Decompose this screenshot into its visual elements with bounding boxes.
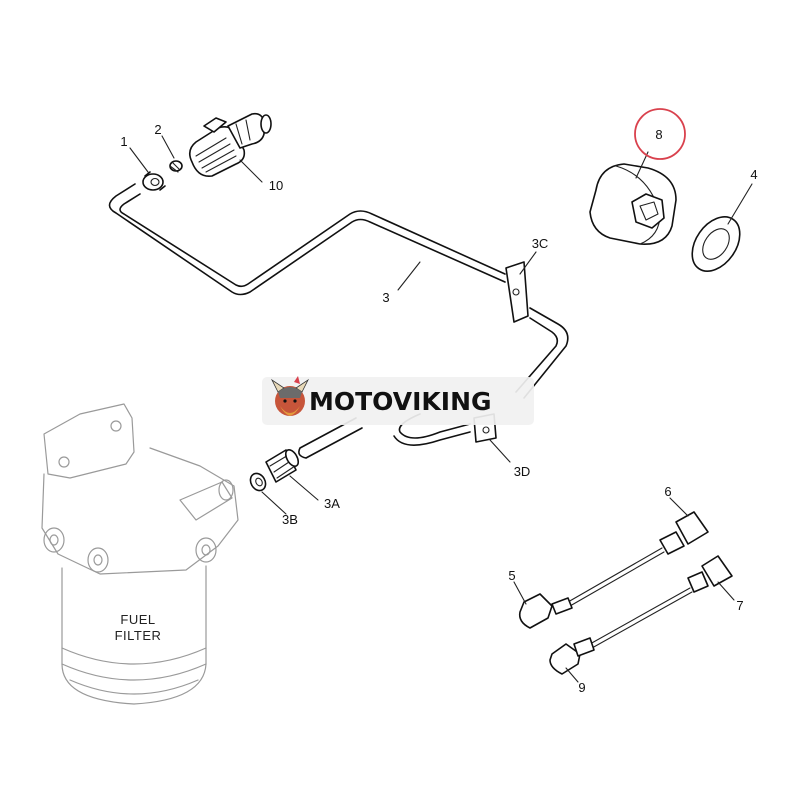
part-1-nut <box>142 171 166 191</box>
callout-3b: 3B <box>282 512 298 527</box>
callout-labels: 1 2 10 8 4 3 3C 3D 3A 3B 6 5 7 9 <box>120 108 758 695</box>
callout-8: 8 <box>655 127 662 142</box>
callout-3d: 3D <box>514 464 531 479</box>
callout-1: 1 <box>120 134 127 149</box>
part-4-washer <box>691 216 741 272</box>
callout-10: 10 <box>269 178 283 193</box>
part-2-sleeve <box>169 160 183 173</box>
part-10-sensor <box>188 112 272 178</box>
part-9-terminal <box>549 643 581 675</box>
bracket-3c <box>505 261 529 323</box>
callout-9: 9 <box>578 680 585 695</box>
callout-2: 2 <box>154 122 161 137</box>
highlight-circle <box>634 108 686 160</box>
callout-5: 5 <box>508 568 515 583</box>
filter-label-line2: FILTER <box>115 628 162 643</box>
part-8-filter-element <box>589 163 677 245</box>
part-5-terminal <box>518 593 553 629</box>
filter-label-line1: FUEL <box>120 612 155 627</box>
part-3b-nut <box>249 472 267 492</box>
callout-6: 6 <box>664 484 671 499</box>
part-7-connector <box>701 555 733 587</box>
viking-mascot-icon <box>270 376 310 416</box>
watermark-logo: MOTOVIKING <box>262 376 534 425</box>
fuel-filter-assembly: FUEL FILTER <box>41 403 239 705</box>
leader-lines <box>129 135 753 683</box>
callout-3c: 3C <box>532 236 549 251</box>
logo-text: MOTOVIKING <box>309 387 492 416</box>
fuel-line-3 <box>108 183 569 459</box>
callout-3: 3 <box>382 290 389 305</box>
callout-7: 7 <box>736 598 743 613</box>
callout-3a: 3A <box>324 496 340 511</box>
wire-harness <box>518 511 733 675</box>
callout-4: 4 <box>750 167 757 182</box>
part-3a-fitting <box>265 449 300 483</box>
